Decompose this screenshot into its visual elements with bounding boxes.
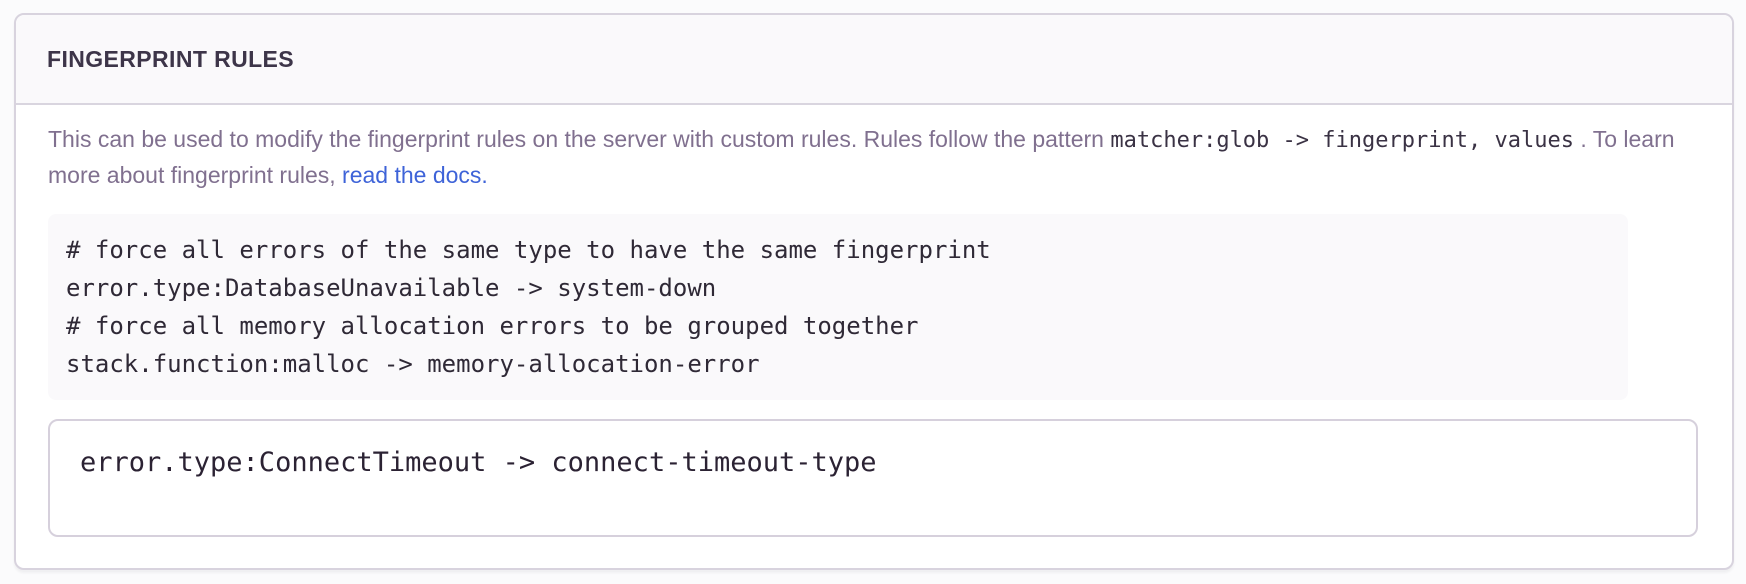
panel-body: This can be used to modify the fingerpri… <box>16 105 1732 568</box>
panel-header: FINGERPRINT RULES <box>16 15 1732 105</box>
read-the-docs-link[interactable]: read the docs. <box>342 162 488 188</box>
fingerprint-rules-input[interactable]: error.type:ConnectTimeout -> connect-tim… <box>48 419 1698 537</box>
description-text: . To learn more about fingerprint rules, <box>48 126 1675 188</box>
pattern-inline-code: matcher:glob -> fingerprint, values <box>1110 128 1574 153</box>
panel-description: This can be used to modify the fingerpri… <box>48 122 1700 192</box>
example-code-block: # force all errors of the same type to h… <box>48 214 1628 400</box>
panel-title: FINGERPRINT RULES <box>47 46 295 72</box>
description-text: This can be used to modify the fingerpri… <box>48 126 1111 152</box>
fingerprint-rules-panel: FINGERPRINT RULES This can be used to mo… <box>14 13 1734 570</box>
